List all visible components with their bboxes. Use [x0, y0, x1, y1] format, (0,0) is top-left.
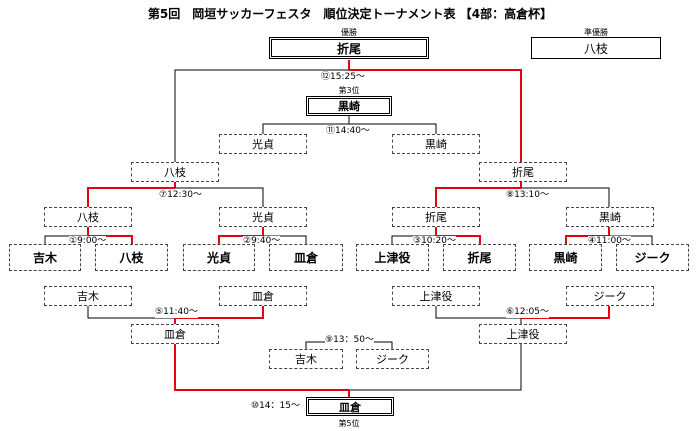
match10-line-left	[174, 343, 349, 391]
semifinal-right-winner: 折尾	[479, 162, 567, 182]
consolation-team-left: 皿倉	[131, 324, 219, 344]
match7-label: ⑦12:30～	[159, 190, 203, 201]
page-title: 第5回 岡垣サッカーフェスタ 順位決定トーナメント表 【4部：高倉杯】	[147, 7, 553, 21]
round2-loser-4: ジーク	[566, 286, 654, 306]
match9-team-right: ジーク	[356, 349, 429, 369]
team-first-round-2: 八枝	[95, 244, 168, 271]
consolation-team-right: 上津役	[479, 324, 567, 344]
runner-up-caption: 準優勝	[584, 28, 608, 37]
match8-label: ⑧13:10～	[506, 190, 550, 201]
match3-label: ③10:20～	[413, 236, 457, 247]
match8-line-right	[521, 187, 610, 207]
match10-label: ⑩14：15～	[251, 401, 300, 412]
round2-loser-1: 吉木	[44, 286, 132, 306]
match7-line-left	[87, 187, 175, 207]
match1-label: ①9:00～	[69, 236, 107, 247]
team-first-round-5: 上津役	[356, 244, 429, 271]
match4-label: ④11:00～	[588, 236, 632, 247]
fifth-place-box: 皿倉	[306, 397, 394, 416]
team-first-round-1: 吉木	[9, 244, 81, 271]
fifth-caption: 第5位	[338, 419, 360, 428]
round2-winner-1: 八枝	[44, 207, 132, 227]
match6-line-right	[521, 304, 610, 319]
third-caption: 第3位	[338, 86, 360, 95]
team-first-round-8: ジーク	[616, 244, 689, 271]
round2-winner-4: 黒崎	[566, 207, 654, 227]
runner-up-box: 八枝	[531, 37, 661, 59]
match8-line-left	[435, 187, 521, 207]
final-line-left	[174, 69, 349, 162]
match12-label: ⑫15:25～	[321, 72, 365, 83]
match2-label: ②9:40～	[243, 236, 281, 247]
third-match-team-right: 黒崎	[392, 134, 480, 154]
third-place-box: 黒崎	[306, 96, 392, 116]
match9-team-left: 吉木	[269, 349, 343, 369]
match6-line-left	[435, 304, 521, 319]
match9-label: ⑨13：50～	[325, 335, 374, 346]
match5-line-left	[87, 304, 175, 319]
champion-caption: 優勝	[341, 28, 357, 37]
team-first-round-4: 皿倉	[269, 244, 343, 271]
team-first-round-3: 光貞	[183, 244, 255, 271]
match5-label: ⑤11:40～	[155, 307, 199, 318]
round2-loser-3: 上津役	[392, 286, 480, 306]
third-match-team-left: 光貞	[219, 134, 307, 154]
team-first-round-6: 折尾	[443, 244, 516, 271]
match6-label: ⑥12:05～	[506, 307, 550, 318]
match11-label: ⑪14:40～	[326, 126, 370, 137]
round2-loser-2: 皿倉	[219, 286, 307, 306]
team-first-round-7: 黒崎	[529, 244, 602, 271]
match5-line-right	[175, 304, 264, 319]
final-line-right	[349, 69, 522, 162]
semifinal-left-winner: 八枝	[131, 162, 219, 182]
round2-winner-2: 光貞	[219, 207, 307, 227]
round2-winner-3: 折尾	[392, 207, 480, 227]
match7-line-right	[175, 187, 264, 207]
champion-box: 折尾	[269, 37, 429, 59]
match10-line-right	[349, 343, 522, 391]
